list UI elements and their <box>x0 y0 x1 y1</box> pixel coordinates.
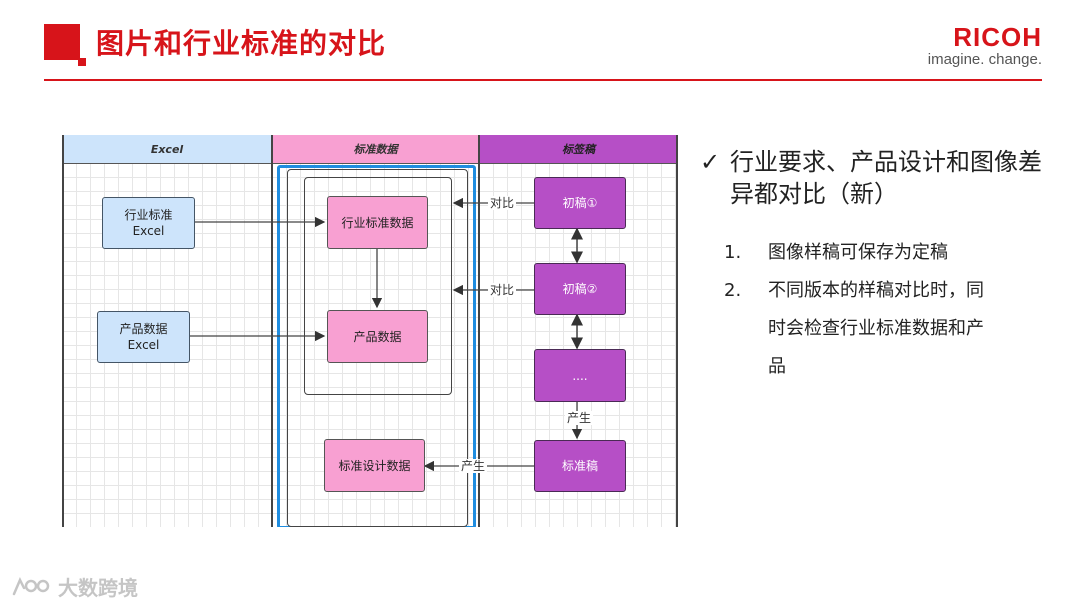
check-icon: ✓ <box>700 148 721 176</box>
main-bullet: ✓ 行业要求、产品设计和图像差异都对比（新） <box>700 146 1060 210</box>
compare-label-1: 对比 <box>488 196 517 210</box>
list-item-number: 1. <box>724 242 742 263</box>
industry-standard-excel-node: 行业标准 Excel <box>102 197 195 249</box>
ricoh-logo: RICOH imagine. change. <box>928 24 1042 70</box>
sub-bullet-list: 1. 图像样稿可保存为定稿 2. 不同版本的样稿对比时，同时会检查行业标准数据和… <box>700 234 1060 386</box>
comparison-group <box>304 177 452 395</box>
key-points: ✓ 行业要求、产品设计和图像差异都对比（新） 1. 图像样稿可保存为定稿 2. … <box>700 146 1060 386</box>
lane-standard-data-header: 标准数据 <box>272 135 479 164</box>
title-accent-square <box>44 24 86 66</box>
lane-divider <box>478 135 480 527</box>
product-data-excel-node: 产品数据 Excel <box>97 311 190 363</box>
produce-label-2: 产生 <box>459 459 488 473</box>
product-data-node: 产品数据 <box>327 310 428 363</box>
final-label-node: 标准稿 <box>534 440 626 492</box>
list-item-text: 图像样稿可保存为定稿 <box>768 242 948 263</box>
lane-divider <box>62 135 64 527</box>
swimlane-diagram: Excel 标准数据 标签稿 行业标准 Excel 产品数据 Excel 行业标 <box>62 135 678 527</box>
draft-2-node: 初稿② <box>534 263 626 315</box>
logo-tagline: imagine. change. <box>927 51 1042 68</box>
lane-excel-header: Excel <box>62 135 272 164</box>
title-divider <box>44 79 1042 81</box>
watermark-logo-icon <box>12 576 50 595</box>
produce-label-1: 产生 <box>565 411 594 425</box>
watermark: 大数跨境 <box>10 572 138 601</box>
list-item: 2. 不同版本的样稿对比时，同时会检查行业标准数据和产品 <box>700 272 1060 386</box>
lane-tag-drafts-header: 标签稿 <box>479 135 678 164</box>
industry-standard-data-node: 行业标准数据 <box>327 196 428 249</box>
slide-title: 图片和行业标准的对比 <box>96 27 387 60</box>
list-item: 1. 图像样稿可保存为定稿 <box>700 234 1060 272</box>
lane-divider <box>676 135 678 527</box>
lane-divider <box>271 135 273 527</box>
logo-wordmark: RICOH <box>953 22 1042 52</box>
list-item-number: 2. <box>724 280 742 301</box>
standard-data-container <box>287 169 468 527</box>
list-item-text: 不同版本的样稿对比时，同时会检查行业标准数据和产品 <box>768 280 984 377</box>
standard-design-data-node: 标准设计数据 <box>324 439 425 492</box>
draft-more-node: .... <box>534 349 626 402</box>
watermark-text: 大数跨境 <box>58 576 138 600</box>
compare-label-2: 对比 <box>488 283 517 297</box>
main-bullet-text: 行业要求、产品设计和图像差异都对比（新） <box>730 148 1042 208</box>
draft-1-node: 初稿① <box>534 177 626 229</box>
